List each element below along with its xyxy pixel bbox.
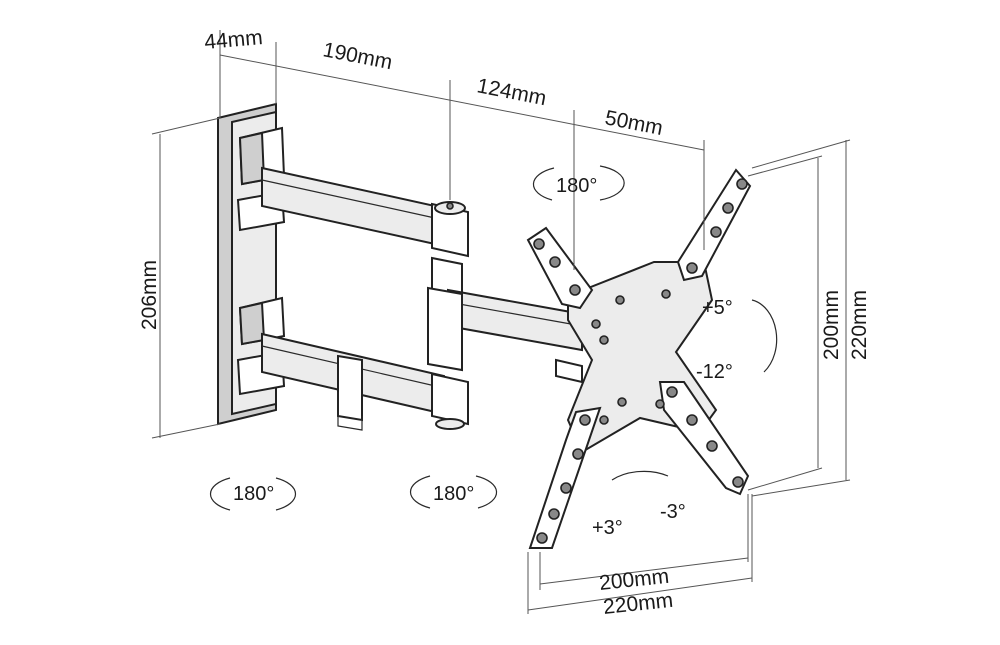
dim-vesa-vertical-inner-label: 200mm <box>820 290 843 360</box>
angle-level-plus-label: +3° <box>592 517 623 539</box>
dim-arm-2-label: 124mm <box>475 74 548 110</box>
dim-vesa-vertical-outer-label: 220mm <box>848 290 871 360</box>
dimension-lines <box>151 30 851 614</box>
lower-arm <box>261 332 469 431</box>
vesa-plate <box>526 168 752 549</box>
dim-plate-depth-label: 44mm <box>203 26 263 54</box>
angle-elbow-swivel-label: 180° <box>433 483 474 505</box>
angle-head-swivel-label: 180° <box>556 175 597 197</box>
angle-wall-swivel-label: 180° <box>233 483 274 505</box>
wall-plate <box>217 102 286 426</box>
angle-level-minus-label: -3° <box>660 501 686 523</box>
dim-wall-plate-height-label: 206mm <box>138 260 161 330</box>
rotation-arcs <box>209 165 778 511</box>
dim-arm-3-label: 50mm <box>603 106 665 140</box>
upper-arm <box>261 166 469 302</box>
front-arm <box>427 286 583 384</box>
dim-arm-1-label: 190mm <box>321 38 394 74</box>
angle-tilt-up-label: +5° <box>702 297 733 319</box>
angle-tilt-down-label: -12° <box>696 361 733 383</box>
